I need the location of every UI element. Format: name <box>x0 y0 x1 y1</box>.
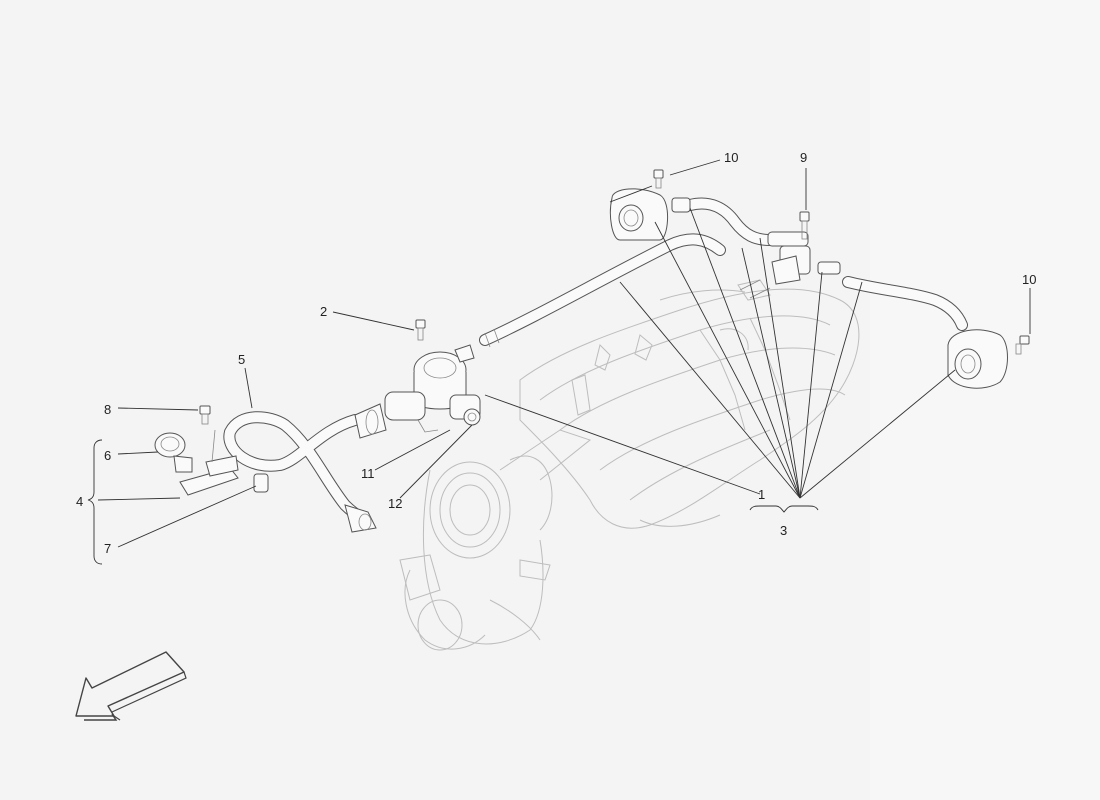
leader-lines <box>87 159 1031 565</box>
valve-housing <box>354 344 481 439</box>
front-direction-arrow-icon <box>75 651 187 721</box>
bolt-2 <box>415 319 426 341</box>
callout-7: 7 <box>104 541 111 556</box>
callout-10-right: 10 <box>1022 272 1036 287</box>
flange-left <box>609 188 691 241</box>
callout-5: 5 <box>238 352 245 367</box>
hose-main <box>479 233 726 348</box>
callout-4: 4 <box>76 494 83 509</box>
bolt-10-left <box>653 169 664 189</box>
callout-2: 2 <box>320 304 327 319</box>
background-panel <box>870 0 1100 800</box>
connector-12 <box>463 408 481 426</box>
connector-7 <box>253 473 269 493</box>
callout-10-left: 10 <box>724 150 738 165</box>
hose-right <box>842 276 968 331</box>
callout-8: 8 <box>104 402 111 417</box>
clamp-6 <box>154 432 193 473</box>
callout-3: 3 <box>780 523 787 538</box>
bolt-8 <box>199 405 211 425</box>
callout-11: 11 <box>361 466 375 481</box>
bracket-4 <box>179 429 239 496</box>
hose-upper <box>684 197 776 246</box>
bolt-9 <box>799 211 810 240</box>
callout-12: 12 <box>388 496 402 511</box>
callout-9: 9 <box>800 150 807 165</box>
t-fitting <box>739 231 841 299</box>
flange-right <box>947 329 1008 389</box>
bolt-10-right <box>1015 335 1030 355</box>
intake-manifold-outline <box>519 279 860 529</box>
hose-5 <box>223 411 370 526</box>
callout-1: 1 <box>758 487 765 502</box>
end-fitting-lower <box>344 504 377 533</box>
callout-6: 6 <box>104 448 111 463</box>
throttle-body-outline <box>399 429 592 651</box>
callout-labels: 10 9 10 2 5 8 6 4 7 11 12 1 3 <box>76 150 1036 556</box>
